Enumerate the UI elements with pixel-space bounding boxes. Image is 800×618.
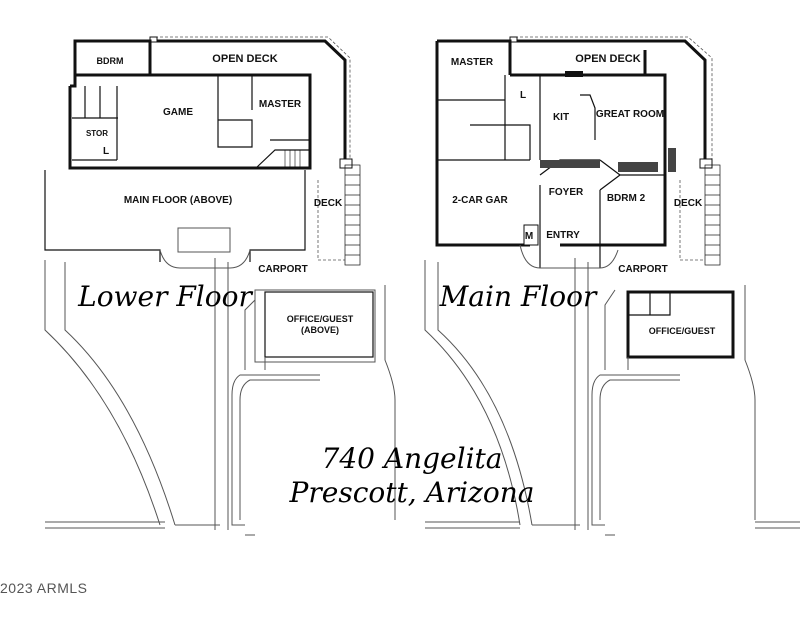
main-open-deck-label: OPEN DECK: [575, 53, 640, 65]
m-label: M: [525, 231, 533, 242]
lower-carport-label: CARPORT: [258, 264, 307, 275]
main-carport-label: CARPORT: [618, 264, 667, 275]
main-driveway: [424, 260, 533, 526]
lower-laundry-label: L: [103, 146, 109, 157]
great-room-label: GREAT ROOM: [596, 109, 664, 120]
main-floor-plan: [424, 36, 800, 536]
lower-driveway: [44, 260, 176, 526]
address-line1: 740 Angelita: [322, 442, 503, 475]
main-floor-title: Main Floor: [439, 280, 598, 313]
main-laundry-label: L: [520, 90, 526, 101]
open-deck-railing: [150, 39, 347, 160]
lower-office-above-label: (ABOVE): [301, 325, 339, 335]
main-floor-above-label: MAIN FLOOR (ABOVE): [124, 195, 232, 206]
main-master-label: MASTER: [451, 57, 494, 68]
main-deck-stairs: [704, 164, 721, 266]
lower-deck-stairs: [344, 164, 361, 266]
main-deck-label: DECK: [674, 198, 703, 209]
foyer-label: FOYER: [549, 187, 584, 198]
lower-bdrm-label: BDRM: [97, 56, 124, 66]
bdrm2-label: BDRM 2: [607, 193, 646, 204]
office-above-outline: [264, 291, 374, 358]
lower-deck-label: DECK: [314, 198, 343, 209]
game-label: GAME: [163, 107, 193, 118]
lower-floor-title: Lower Floor: [77, 280, 253, 313]
lower-open-deck-label: OPEN DECK: [212, 53, 277, 65]
lower-floor-plan: [44, 36, 396, 536]
copyright-text: 2023 ARMLS: [0, 580, 88, 596]
lower-office-label: OFFICE/GUEST: [287, 314, 354, 324]
address-line2: Prescott, Arizona: [289, 476, 535, 509]
garage-label: 2-CAR GAR: [452, 195, 508, 206]
stor-label: STOR: [86, 129, 108, 138]
entry-label: ENTRY: [546, 230, 580, 241]
lower-master-label: MASTER: [259, 99, 302, 110]
main-office-label: OFFICE/GUEST: [649, 326, 716, 336]
office-guest-walls: [626, 290, 735, 359]
kit-label: KIT: [553, 112, 569, 123]
main-floor-above-outline: [44, 170, 306, 262]
main-open-deck-railing: [510, 39, 707, 160]
